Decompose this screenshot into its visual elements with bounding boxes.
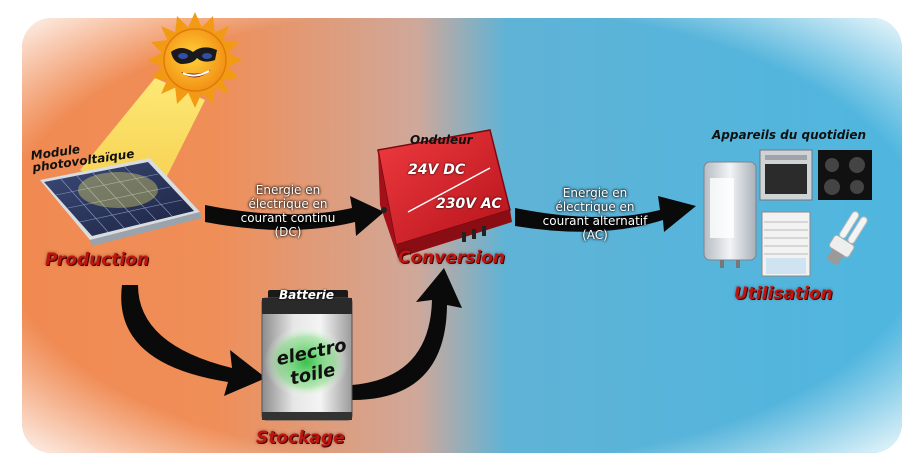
sun-icon xyxy=(147,12,243,108)
battery-label: Batterie xyxy=(279,288,335,302)
dc-flow-line1: Energie en xyxy=(255,183,321,197)
solar-panel-icon xyxy=(40,158,202,246)
storage-to-conversion-arrow xyxy=(352,268,462,400)
inverter-label: Onduleur xyxy=(410,133,473,147)
ac-flow-line2: électrique en xyxy=(555,200,635,214)
dc-flow-label: Energie en électrique en courant continu… xyxy=(228,183,348,239)
ac-flow-arrow xyxy=(515,196,696,232)
stage-production-label: Production xyxy=(45,250,150,270)
battery-icon xyxy=(261,290,353,421)
inverter-input-label: 24V DC xyxy=(408,162,466,178)
production-to-storage-arrow xyxy=(121,285,266,396)
dc-flow-line3: courant continu xyxy=(240,211,336,225)
stage-conversion-label: Conversion xyxy=(398,248,505,268)
ac-flow-line1: Energie en xyxy=(562,186,628,200)
stage-storage-label: Stockage xyxy=(256,428,345,448)
stage-usage-label: Utilisation xyxy=(734,284,833,304)
dc-flow-line4: (DC) xyxy=(274,225,302,239)
ac-flow-label: Energie en électrique en courant alterna… xyxy=(530,186,660,242)
appliances-label: Appareils du quotidien xyxy=(712,128,867,142)
dc-flow-line2: électrique en xyxy=(248,197,328,211)
inverter-icon xyxy=(377,129,512,258)
dc-flow-arrow xyxy=(205,196,384,236)
ac-flow-line4: (AC) xyxy=(582,228,608,242)
inverter-output-label: 230V AC xyxy=(436,196,502,212)
ac-flow-line3: courant alternatif xyxy=(542,214,648,228)
appliances-icon xyxy=(703,149,872,277)
